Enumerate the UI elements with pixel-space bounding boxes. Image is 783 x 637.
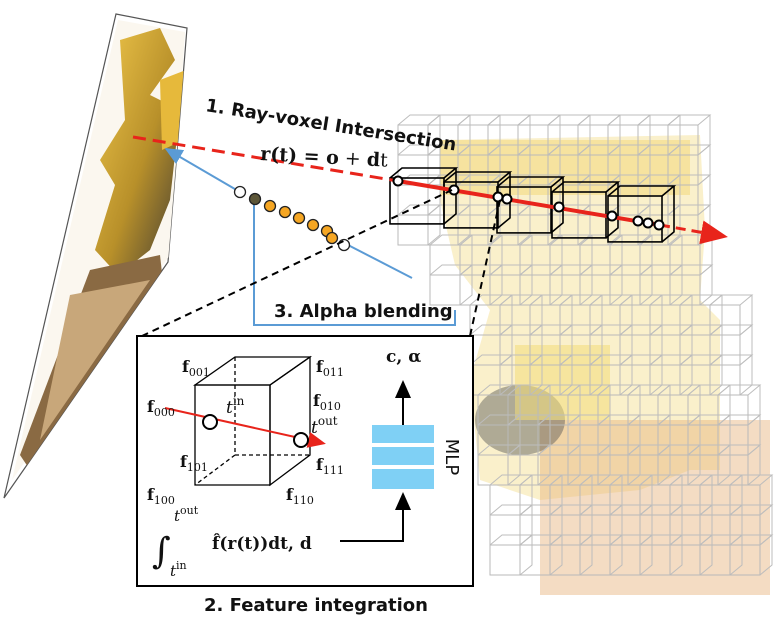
intersection-point-1: [392, 175, 404, 187]
mlp-output-label: c, α: [386, 347, 421, 367]
corner-label-f111: f111: [316, 455, 344, 477]
corner-label-f010: f010: [313, 391, 341, 413]
voxel-cell: [717, 384, 762, 426]
model-cabin: [515, 345, 610, 420]
t-in-point: [202, 414, 218, 430]
intersection-point-8: [642, 217, 654, 229]
ray-intersection-points: [392, 175, 665, 231]
sample-point-3: [263, 199, 277, 213]
sample-point-5: [292, 211, 306, 225]
corner-label-f110: f110: [286, 485, 314, 507]
sample-points: [233, 185, 351, 252]
voxel-cube: [192, 355, 313, 487]
mlp-label: MLP: [441, 439, 462, 476]
corner-label-f011: f011: [316, 357, 344, 379]
ray-equation: r(t) = o + dt: [260, 143, 389, 172]
camera-ray: [132, 135, 728, 245]
intersection-point-7: [632, 215, 644, 227]
intersection-point-5: [553, 201, 565, 213]
model-ground-plate: [540, 420, 770, 595]
alpha-blending-samples: [164, 147, 456, 326]
sample-point-8: [325, 231, 339, 245]
rendered-image: [12, 20, 186, 480]
step-alpha-blending-label: 3. Alpha blending: [274, 301, 453, 322]
voxel-cell: [729, 534, 774, 576]
corner-label-f101: f101: [180, 452, 208, 474]
blend-leader-bottom: [253, 193, 456, 326]
sample-point-4: [278, 205, 292, 219]
corner-label-f000: f000: [147, 397, 175, 419]
sample-point-9: [337, 238, 351, 252]
mlp-block: MLP: [372, 425, 462, 489]
t-out-point: [293, 432, 309, 448]
voxel-grid: [397, 114, 774, 576]
zoom-connector-left: [141, 189, 453, 337]
voxel-cell: [489, 534, 534, 576]
blend-leader-right: [347, 244, 413, 279]
integrand: f̂(r(t))dt, d: [212, 534, 312, 554]
voxel-cell: [489, 504, 534, 546]
sample-point-1: [233, 185, 247, 199]
ray-dashed-front: [132, 135, 399, 183]
intersection-point-6: [606, 210, 618, 222]
corner-label-f100: f100: [147, 485, 175, 507]
intersection-point-2: [448, 184, 460, 196]
intersection-point-4: [501, 193, 513, 205]
ray-dashed-back: [659, 220, 728, 245]
corner-feature-labels: f000 f001 f011 f010 f101 f111 f100 f110: [147, 357, 344, 507]
corner-label-f001: f001: [182, 357, 210, 379]
intersection-point-3: [492, 191, 504, 203]
svg-text:∫: ∫: [152, 531, 171, 572]
sample-point-2: [248, 192, 262, 206]
sample-point-6: [306, 218, 320, 232]
blend-leader-top: [164, 147, 241, 193]
intersection-point-9: [653, 219, 665, 231]
image-plane: [3, 13, 188, 499]
voxel-cell: [397, 204, 442, 246]
mlp-input-arrow: [340, 492, 411, 542]
step-feature-integration-label: 2. Feature integration: [204, 595, 428, 616]
